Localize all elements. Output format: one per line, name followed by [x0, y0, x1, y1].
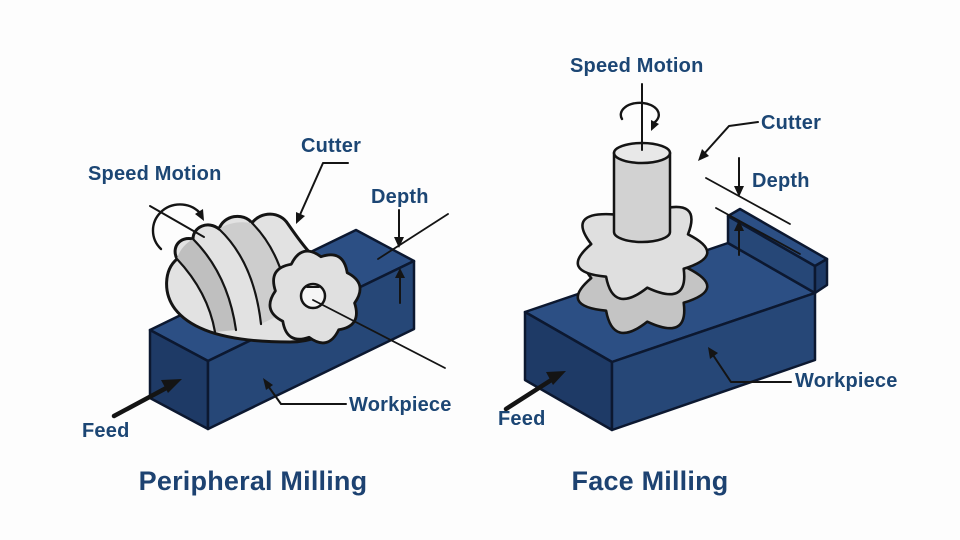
workpiece-leader-arrowhead — [263, 378, 273, 390]
cutter-leader-arrowhead — [296, 212, 305, 224]
depth-reference-line — [377, 213, 449, 260]
depth-up-arrowhead — [395, 268, 405, 278]
depth-reference-line-bottom — [715, 207, 801, 255]
depth-reference-line-top — [705, 177, 791, 225]
cutter-leader-line — [702, 121, 759, 156]
face-feed-label: Feed — [498, 408, 546, 430]
depth-down-arrowhead — [734, 186, 744, 197]
face-mill-cutter — [576, 141, 709, 335]
face-cutter-label: Cutter — [761, 112, 822, 134]
peripheral-milling-title: Peripheral Milling — [138, 466, 368, 496]
peripheral-milling-figure — [111, 162, 449, 431]
speed-axis-line — [149, 205, 205, 238]
cutter-arbor-hole — [299, 282, 327, 310]
slab-mill-cutter — [165, 212, 362, 345]
feed-arrowhead — [161, 379, 182, 393]
workpiece-rim-end-face — [813, 257, 829, 295]
rotation-arc — [151, 203, 201, 251]
face-workpiece-label: Workpiece — [795, 370, 898, 392]
depth-down-arrowhead — [394, 237, 404, 248]
face-speed-motion-label: Speed Motion — [570, 55, 704, 77]
feed-arrow-line — [503, 374, 559, 412]
face-milling-figure — [503, 83, 829, 432]
cutter-flute-shade-1 — [177, 239, 236, 332]
cutter-leader-line — [298, 162, 349, 218]
cutter-flute-lines — [175, 221, 292, 334]
feed-arrowhead — [546, 371, 566, 385]
rotation-arrowhead — [195, 209, 204, 221]
rotation-arc — [619, 101, 660, 124]
peripheral-annotations — [111, 162, 449, 419]
cutter-shank-body — [612, 151, 672, 244]
peripheral-workpiece-label: Workpiece — [349, 394, 452, 416]
axis-reference-line — [312, 299, 446, 369]
feed-arrow-line — [111, 383, 173, 419]
depth-up-arrowhead — [734, 220, 744, 231]
peripheral-cutter-label: Cutter — [301, 135, 362, 157]
cutter-leader-arrowhead — [698, 149, 709, 161]
peripheral-depth-label: Depth — [371, 186, 429, 208]
rotation-arrowhead — [651, 120, 659, 131]
workpiece-leader-arrowhead — [708, 347, 718, 359]
workpiece-front-face — [610, 291, 817, 432]
peripheral-feed-label: Feed — [82, 420, 130, 442]
workpiece-leader-line — [265, 382, 347, 405]
face-annotations — [503, 83, 801, 412]
peripheral-speed-motion-label: Speed Motion — [88, 163, 222, 185]
face-depth-label: Depth — [752, 170, 810, 192]
workpiece-leader-line — [710, 351, 792, 383]
face-milling-title: Face Milling — [571, 466, 729, 496]
